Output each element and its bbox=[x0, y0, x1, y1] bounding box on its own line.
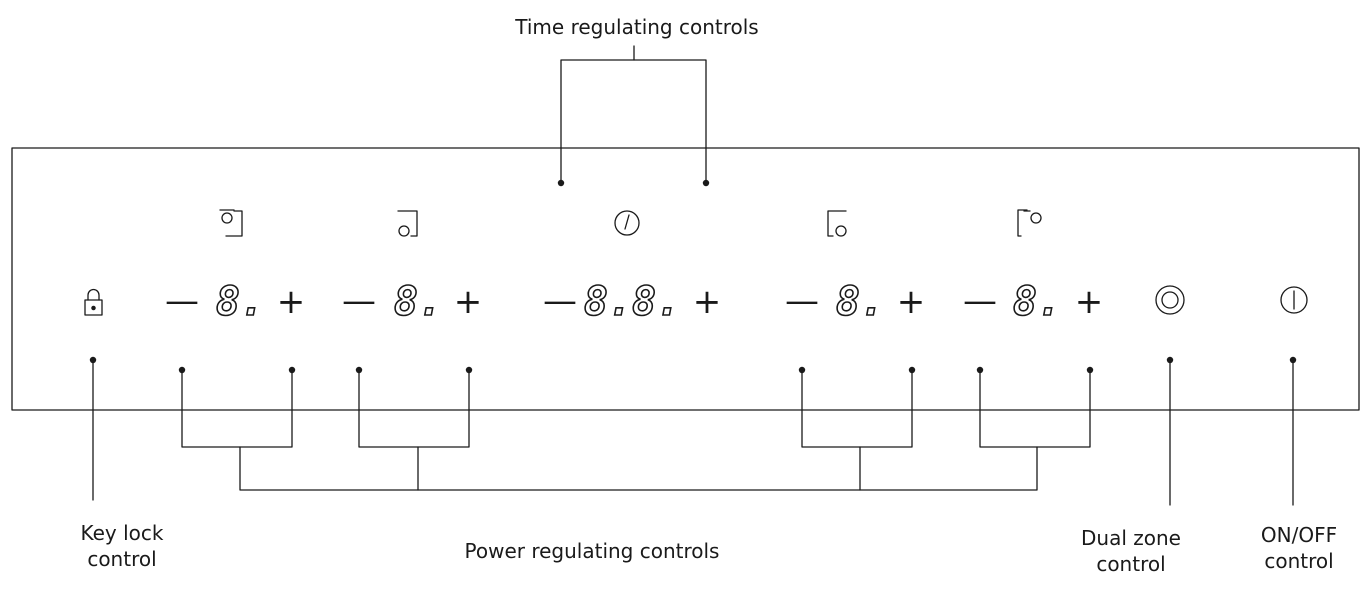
dual-zone-label-line2: control bbox=[1096, 552, 1166, 576]
timer-plus-button[interactable]: + bbox=[693, 282, 722, 322]
zone-rear-right-icon bbox=[827, 210, 847, 237]
zone4-plus-button[interactable]: + bbox=[1075, 282, 1104, 322]
power-icon bbox=[1280, 286, 1308, 314]
time-leader bbox=[560, 45, 707, 184]
power-leader bbox=[181, 369, 1091, 491]
lock-icon bbox=[84, 288, 103, 316]
zone3-plus-button[interactable]: + bbox=[897, 282, 926, 322]
dual-zone-label: Dual zone control bbox=[1081, 525, 1181, 577]
zone4-minus-button[interactable]: — bbox=[963, 281, 997, 321]
key-lock-label-line1: Key lock bbox=[80, 521, 164, 545]
zone1-display: 8. bbox=[216, 279, 264, 325]
zone2-plus-button[interactable]: + bbox=[454, 282, 483, 322]
key-lock-label-line2: control bbox=[87, 547, 157, 571]
zone2-display: 8. bbox=[394, 279, 442, 325]
zone1-minus-button[interactable]: — bbox=[165, 281, 199, 321]
key-lock-label: Key lock control bbox=[81, 520, 164, 572]
panel-outline bbox=[11, 147, 1360, 411]
zone-rear-left-icon bbox=[397, 210, 418, 237]
on-off-label: ON/OFF control bbox=[1261, 522, 1337, 574]
zone1-plus-button[interactable]: + bbox=[277, 282, 306, 322]
power-regulating-label: Power regulating controls bbox=[464, 539, 720, 563]
on-off-label-line2: control bbox=[1264, 549, 1334, 573]
dual-zone-label-line1: Dual zone bbox=[1081, 526, 1181, 550]
timer-display: 8.8. bbox=[584, 279, 680, 325]
on-off-label-line1: ON/OFF bbox=[1260, 523, 1338, 547]
zone-front-right-icon bbox=[1017, 209, 1042, 237]
time-regulating-label: Time regulating controls bbox=[515, 15, 759, 39]
zone4-display: 8. bbox=[1013, 279, 1061, 325]
zone-front-left-icon bbox=[219, 209, 243, 237]
timer-icon bbox=[614, 210, 640, 236]
zone3-minus-button[interactable]: — bbox=[785, 281, 819, 321]
zone3-display: 8. bbox=[836, 279, 884, 325]
zone2-minus-button[interactable]: — bbox=[342, 281, 376, 321]
leader-dots bbox=[89, 179, 1297, 374]
dual-zone-icon bbox=[1155, 285, 1185, 315]
timer-minus-button[interactable]: — bbox=[543, 281, 577, 321]
